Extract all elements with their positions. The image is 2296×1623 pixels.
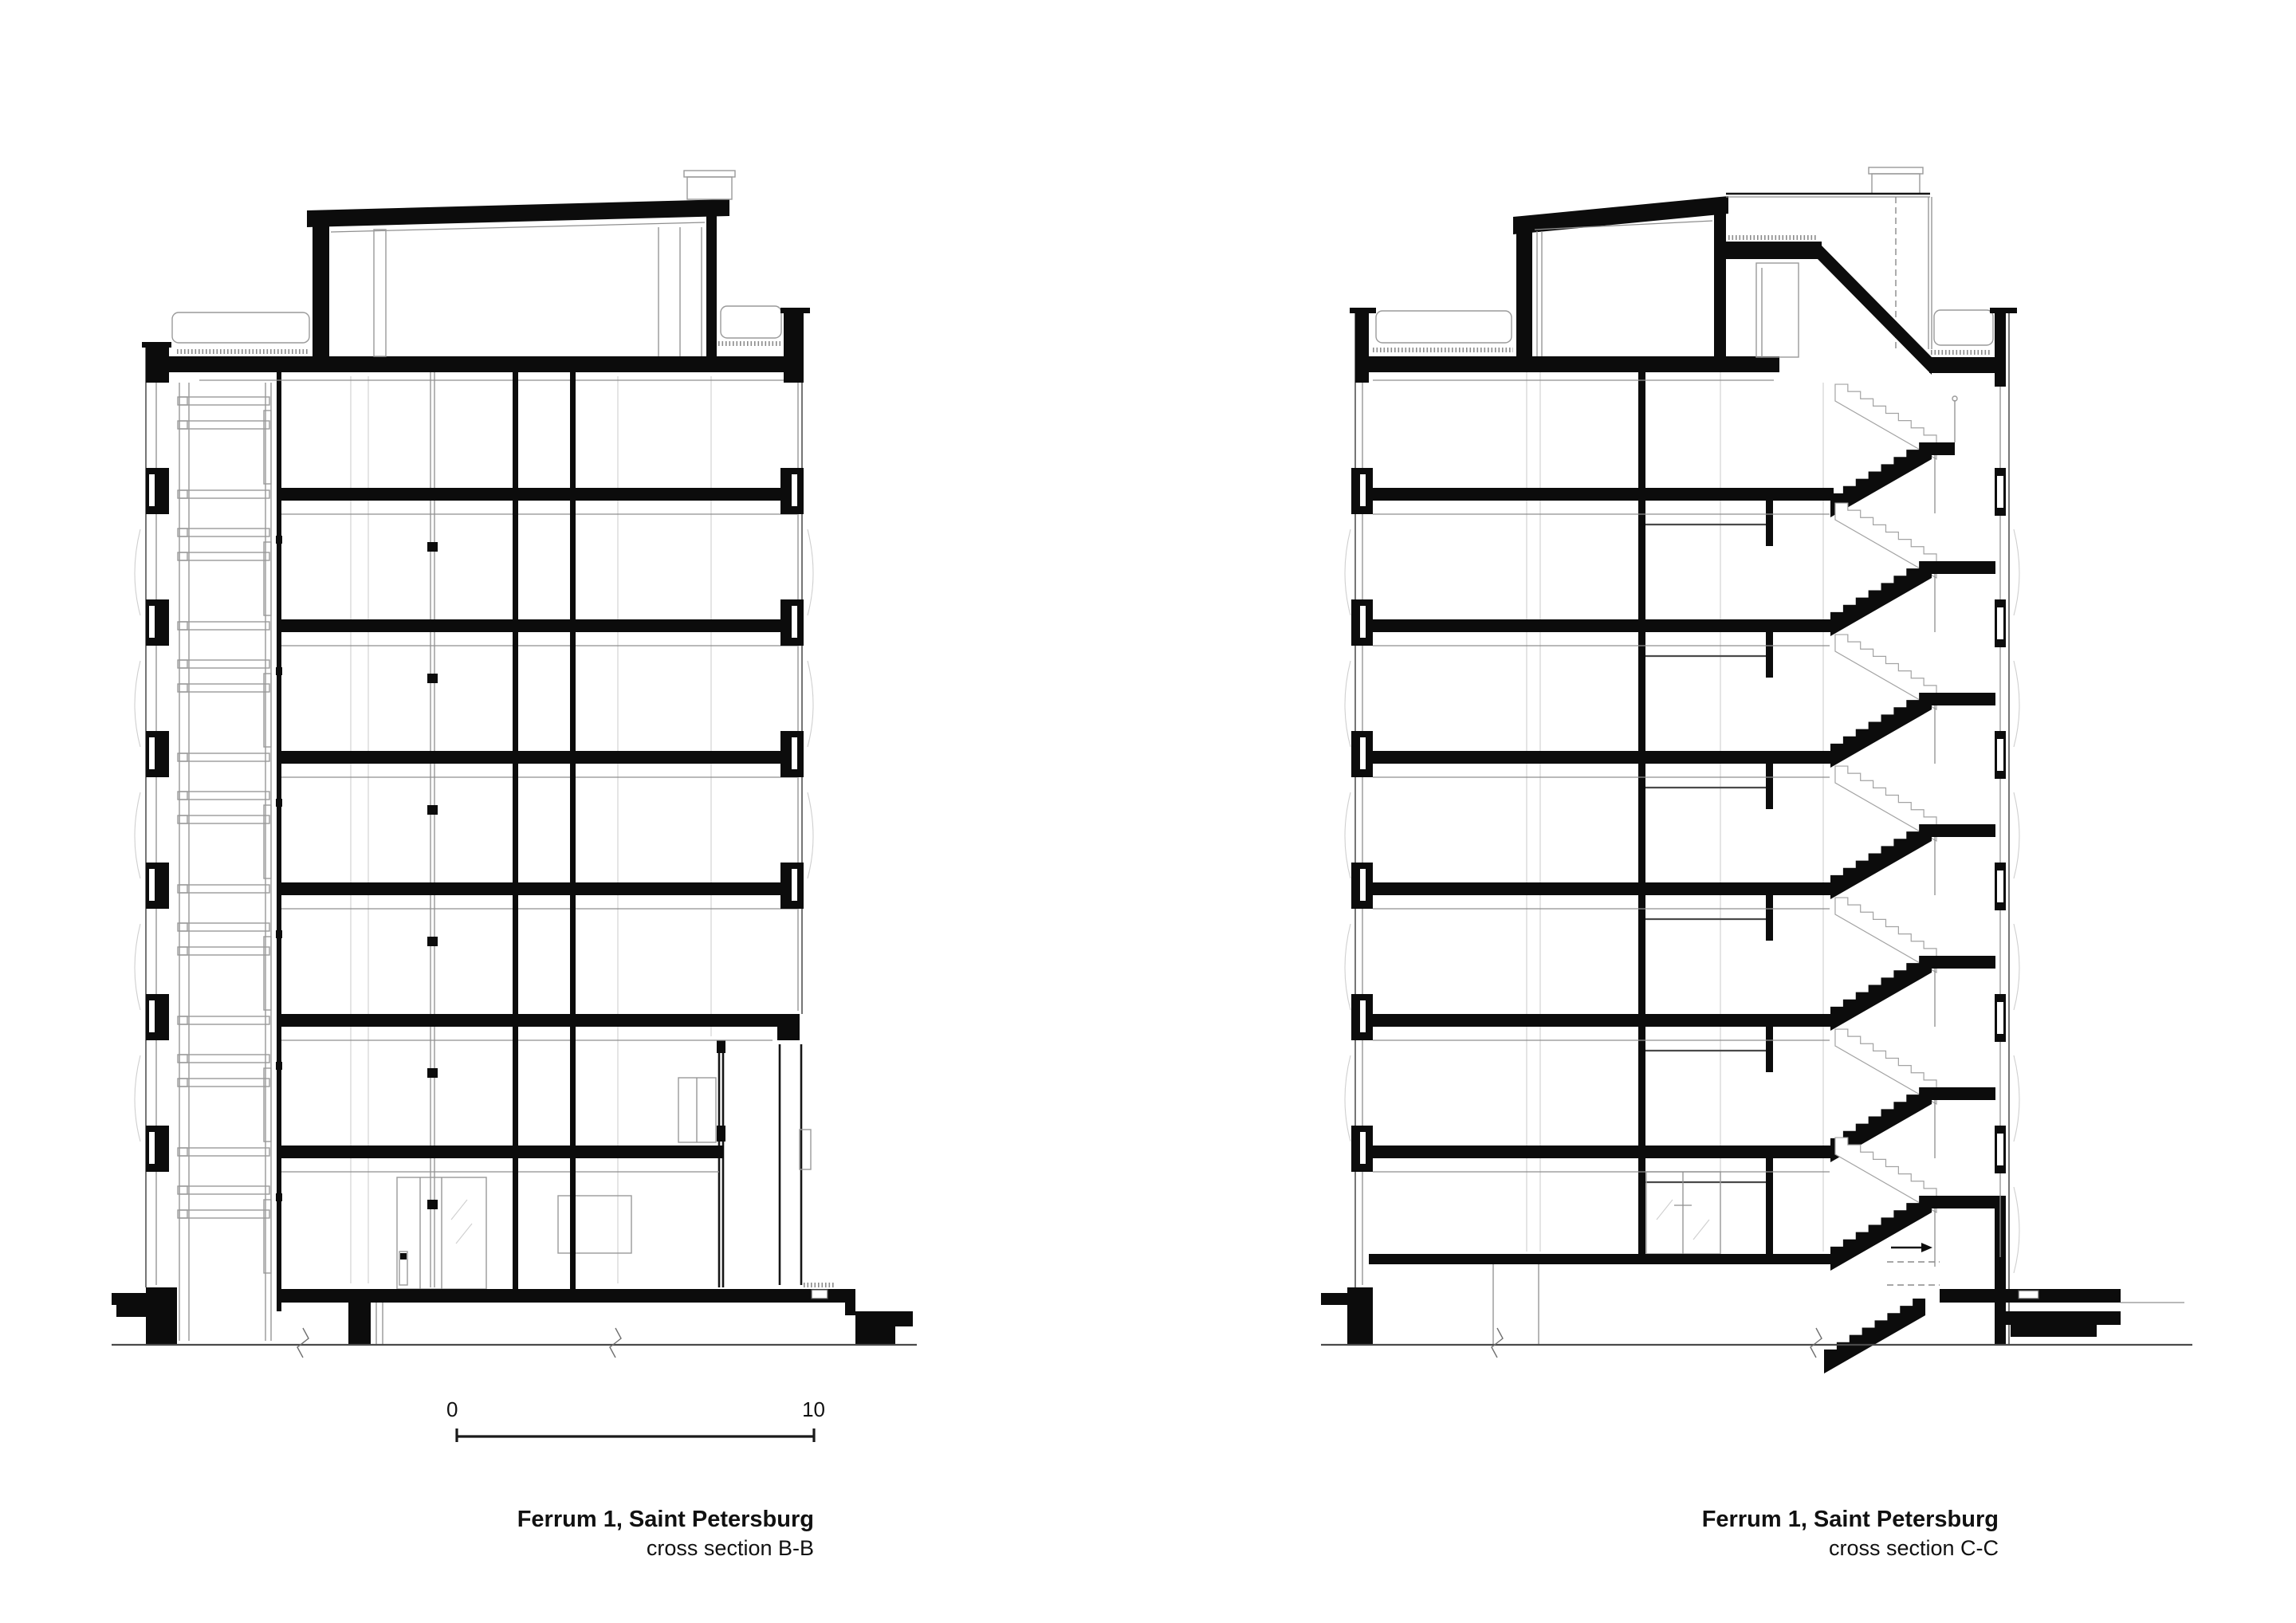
caption-bb-title: Ferrum 1, Saint Petersburg	[517, 1507, 814, 1532]
bb-ground-foundation	[112, 1283, 917, 1358]
cc-floor-slabs	[1362, 356, 1834, 1264]
bb-facade-right	[780, 308, 814, 1014]
bb-penthouse	[171, 170, 782, 372]
cc-penthouse	[1373, 167, 1995, 375]
cc-interior-lines	[1526, 363, 1824, 1255]
bb-facade-left	[134, 342, 171, 1287]
caption-section-bb: Ferrum 1, Saint Petersburg cross section…	[517, 1505, 814, 1562]
cc-staircase	[1824, 383, 1995, 1373]
cc-facade-right	[1990, 308, 2020, 1345]
caption-bb-subtitle: cross section B-B	[646, 1536, 814, 1560]
caption-section-cc: Ferrum 1, Saint Petersburg cross section…	[1702, 1505, 1999, 1562]
scale-end-label: 10	[802, 1397, 825, 1421]
section-cc-drawing	[1321, 167, 2192, 1373]
section-bb-drawing	[112, 170, 917, 1358]
cc-ground-foundation	[1321, 1264, 2192, 1358]
bb-floor-slabs	[167, 356, 802, 1173]
bb-core-walls	[513, 372, 576, 1289]
caption-cc-subtitle: cross section C-C	[1828, 1536, 1999, 1560]
scale-bar	[455, 1428, 816, 1442]
cc-facade-left	[1344, 308, 1376, 1287]
caption-cc-title: Ferrum 1, Saint Petersburg	[1701, 1507, 1999, 1532]
bb-elevator-shaft	[177, 372, 282, 1341]
scale-start-label: 0	[446, 1397, 458, 1421]
bb-interior-lines	[350, 372, 812, 1290]
